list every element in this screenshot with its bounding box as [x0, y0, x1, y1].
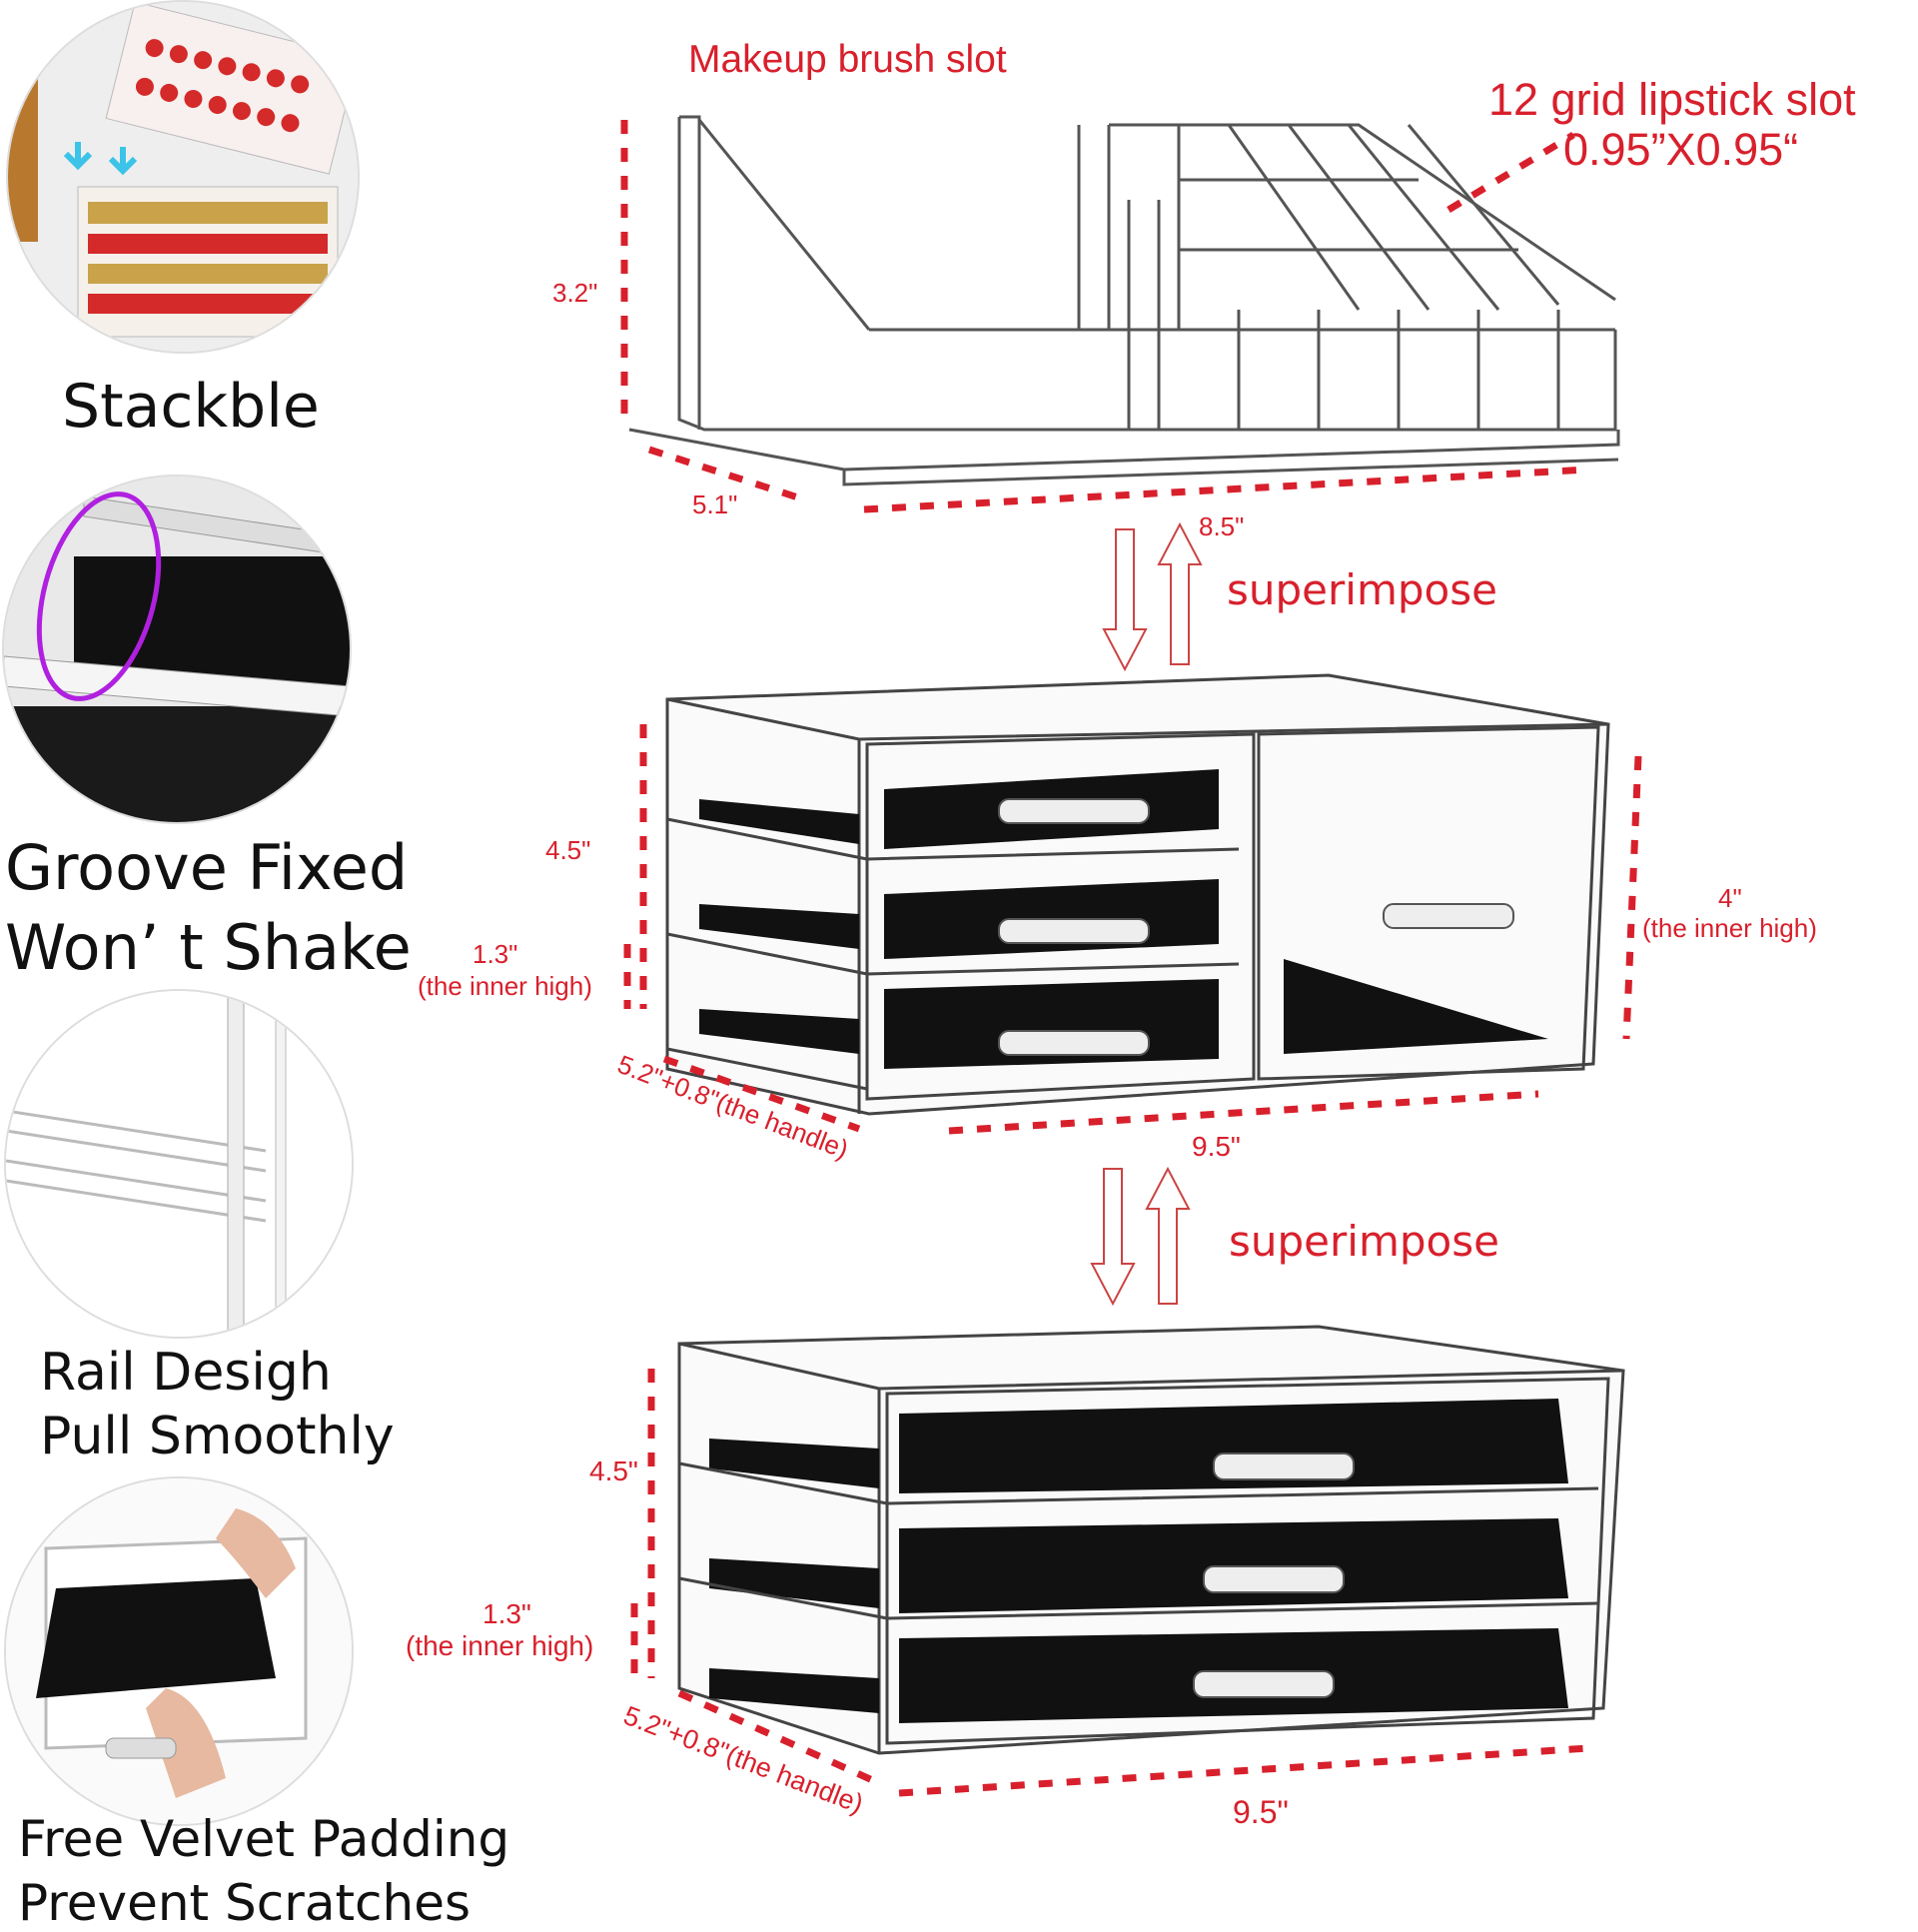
feature-groove-line2: Won’ t Shake	[5, 911, 412, 984]
middle-right-inner-note: (the inner high)	[1642, 913, 1817, 943]
brush-slot-label: Makeup brush slot	[688, 38, 1007, 81]
superimpose-arrows-icon	[1102, 521, 1203, 672]
top-width-label: 8.5"	[1199, 511, 1245, 541]
middle-right-inner-label: 4"	[1718, 883, 1742, 913]
feature-groove-line1: Groove Fixed	[5, 831, 409, 904]
lipstick-slot-size: 0.95”X0.95“	[1563, 124, 1799, 175]
superimpose-arrows-icon	[1090, 1166, 1191, 1307]
middle-drawer-inner-label: 1.3"	[473, 939, 518, 969]
stacked-lipstick-trays-icon	[8, 2, 358, 352]
lipstick-slot-label: 12 grid lipstick slot	[1488, 74, 1856, 125]
superimpose-label-2: superimpose	[1229, 1217, 1499, 1266]
bottom-drawer-inner-note: (the inner high)	[406, 1630, 594, 1661]
rail-closeup-icon	[6, 991, 352, 1337]
stackable-photo	[6, 0, 360, 354]
top-height-label: 3.2"	[552, 278, 598, 308]
bottom-drawer-inner-label: 1.3"	[482, 1598, 531, 1629]
feature-rail-line2: Pull Smoothly	[40, 1407, 395, 1466]
feature-velvet-line1: Free Velvet Padding	[18, 1810, 510, 1868]
superimpose-label-1: superimpose	[1227, 565, 1497, 614]
bottom-height-label: 4.5"	[589, 1455, 638, 1486]
four-drawer-organizer	[623, 673, 1642, 1135]
middle-height-label: 4.5"	[545, 835, 591, 865]
top-depth-label: 5.1"	[692, 489, 738, 519]
middle-width-label: 9.5"	[1192, 1131, 1241, 1162]
feature-stackable-label: Stackble	[62, 372, 320, 442]
groove-closeup-icon	[4, 477, 350, 822]
groove-photo	[2, 475, 352, 824]
rail-photo	[4, 989, 354, 1339]
feature-rail-line1: Rail Desigh	[40, 1343, 332, 1403]
middle-drawer-inner-note: (the inner high)	[418, 971, 592, 1001]
velvet-pad-icon	[6, 1478, 352, 1824]
feature-velvet-line2: Prevent Scratches	[18, 1874, 472, 1932]
lipstick-brush-organizer	[620, 115, 1620, 513]
bottom-width-label: 9.5"	[1233, 1794, 1289, 1830]
velvet-photo	[4, 1476, 354, 1826]
